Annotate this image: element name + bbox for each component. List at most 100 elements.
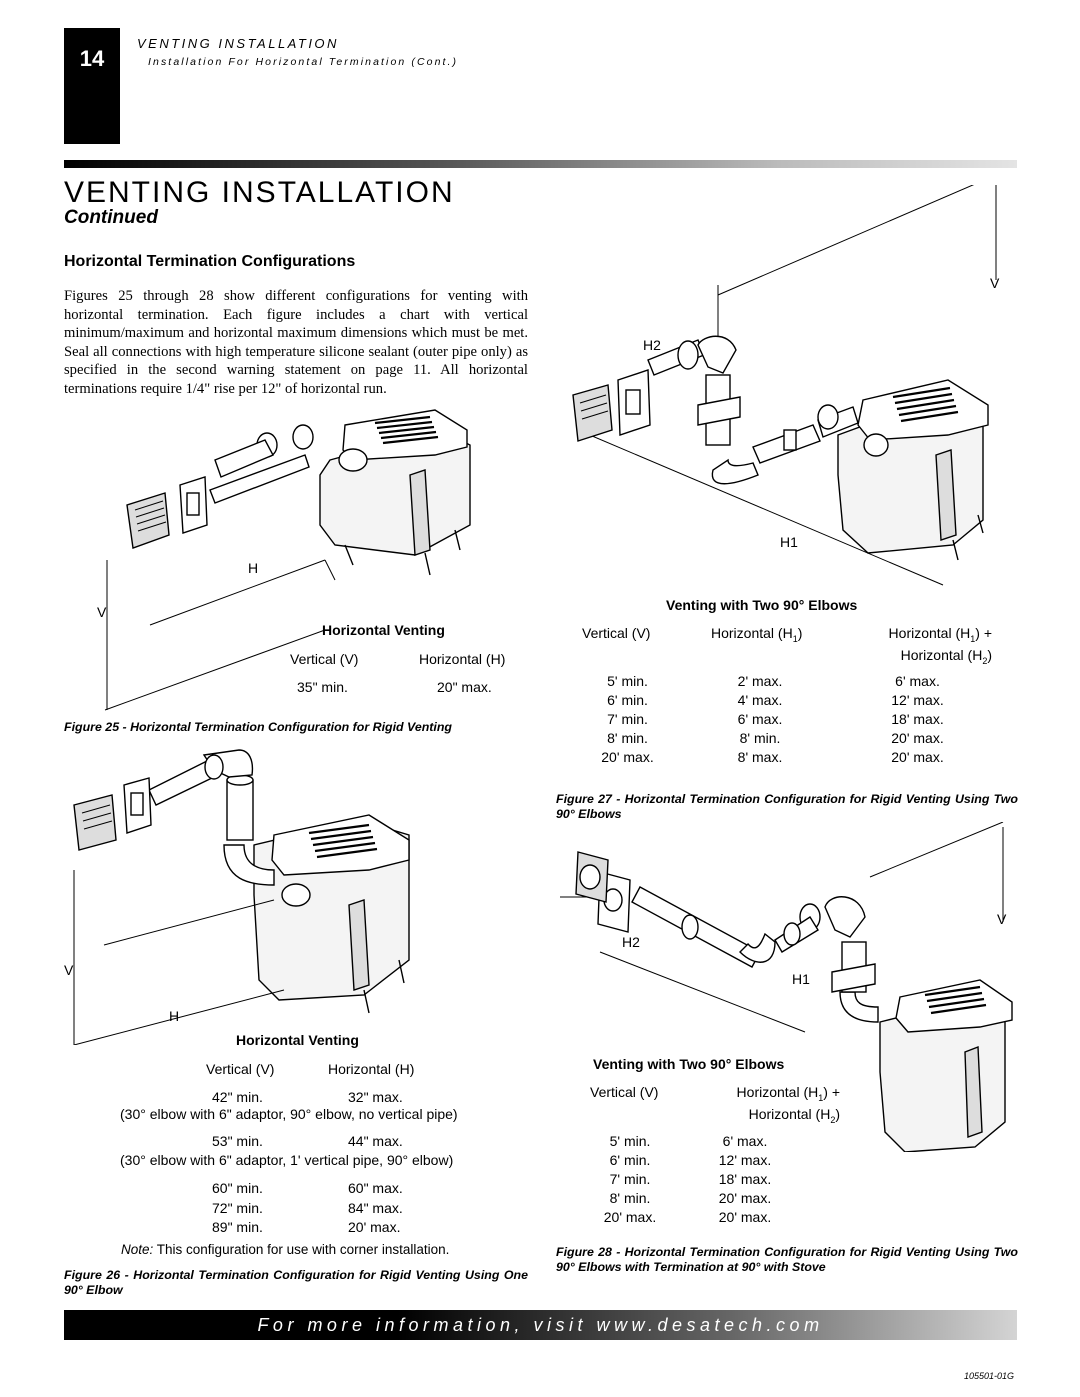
table-row: 20' max. 8' max. 20' max. bbox=[570, 749, 1000, 768]
fig26-dim-v: V bbox=[64, 962, 74, 978]
fig26-caption: Figure 26 - Horizontal Termination Confi… bbox=[64, 1268, 528, 1297]
fig27-r1-v: 5' min. bbox=[607, 673, 648, 689]
fig26-row3-horizontal: 60" max. bbox=[348, 1180, 403, 1196]
table-row: 8' min. 20' max. bbox=[590, 1190, 820, 1209]
page-number: 14 bbox=[79, 46, 105, 71]
fig25-row1-horizontal: 20" max. bbox=[437, 679, 492, 695]
fig26-row4-vertical: 72" min. bbox=[212, 1200, 263, 1216]
page-title: VENTING INSTALLATION bbox=[64, 176, 455, 209]
fig28-col-b: ) + bbox=[823, 1084, 840, 1100]
fig25-col-vertical: Vertical (V) bbox=[290, 651, 359, 667]
fig27-col-h1h2-b: ) + bbox=[975, 625, 992, 641]
fig27-col-h1h2-d: ) bbox=[987, 646, 992, 663]
fig27-r4-h1: 8' min. bbox=[739, 730, 781, 746]
document-code: 105501-01G bbox=[964, 1371, 1015, 1381]
table-row: 5' min. 2' max. 6' max. bbox=[570, 673, 1000, 692]
fig28-r2-v: 6' min. bbox=[609, 1152, 651, 1168]
fig27-r5-h1h2: 20' max. bbox=[891, 749, 944, 765]
running-header-section: VENTING INSTALLATION bbox=[137, 36, 339, 51]
fig28-col-sub: 1 bbox=[818, 1092, 824, 1103]
fig28-table: 5' min. 6' max. 6' min. 12' max. 7' min. 18… bbox=[590, 1133, 820, 1228]
fig26-row5-horizontal: 20' max. bbox=[348, 1219, 401, 1235]
fig26-row2-vertical: 53" min. bbox=[212, 1133, 263, 1149]
fig28-dim-h2: H2 bbox=[622, 934, 640, 950]
fig28-col-c: Horizontal (H bbox=[748, 1105, 831, 1122]
fig27-r3-v: 7' min. bbox=[607, 711, 648, 727]
fig28-r4-h: 20' max. bbox=[718, 1190, 772, 1206]
fig27-col-h1h2-sub: 1 bbox=[970, 633, 976, 644]
fig27-col-h1-text: Horizontal (H bbox=[711, 625, 793, 641]
fig28-dim-v: V bbox=[997, 911, 1007, 927]
fig25-dim-v: V bbox=[97, 604, 107, 620]
fig26-row2-note: (30° elbow with 6" adaptor, 1' vertical … bbox=[120, 1152, 454, 1168]
table-row: 7' min. 18' max. bbox=[590, 1171, 820, 1190]
fig26-dim-h: H bbox=[169, 1008, 179, 1024]
table-row: 20' max.20' max. bbox=[590, 1209, 820, 1228]
page-title-continued: Continued bbox=[64, 207, 158, 228]
fig26-note-text: This configuration for use with corner i… bbox=[153, 1242, 450, 1257]
fig28-r1-h: 6' max. bbox=[722, 1133, 768, 1149]
fig27-col-vertical: Vertical (V) bbox=[582, 625, 651, 641]
fig25-dim-h: H bbox=[248, 560, 258, 576]
fig27-r3-h1: 6' max. bbox=[737, 711, 783, 727]
fig28-col-d: ) bbox=[835, 1105, 840, 1122]
fig27-table-title: Venting with Two 90° Elbows bbox=[666, 597, 858, 613]
fig28-r3-h: 18' max. bbox=[718, 1171, 772, 1187]
fig25-col-horizontal: Horizontal (H) bbox=[419, 651, 506, 667]
fig28-table-title: Venting with Two 90° Elbows bbox=[593, 1056, 785, 1072]
table-row: 6' min. 4' max. 12' max. bbox=[570, 692, 1000, 711]
fig25-table-title: Horizontal Venting bbox=[322, 622, 445, 638]
fig28-r1-v: 5' min. bbox=[609, 1133, 651, 1149]
fig26-row4-horizontal: 84" max. bbox=[348, 1200, 403, 1216]
table-row: 8' min.8' min.20' max. bbox=[570, 730, 1000, 749]
intro-paragraph: Figures 25 through 28 show different con… bbox=[64, 288, 528, 397]
fig28-col-h1h2: Horizontal (H1) + Horizontal (H2) bbox=[700, 1084, 840, 1125]
fig28-dim-h1: H1 bbox=[792, 971, 810, 987]
fig27-col-h1h2: Horizontal (H1) + Horizontal (H2) bbox=[862, 625, 992, 666]
fig28-r4-v: 8' min. bbox=[609, 1190, 651, 1206]
table-row: 6' min. 12' max. bbox=[590, 1152, 820, 1171]
fig26-row3-vertical: 60" min. bbox=[212, 1180, 263, 1196]
section-heading: Horizontal Termination Configurations bbox=[64, 253, 356, 270]
fig28-col-vertical: Vertical (V) bbox=[590, 1084, 659, 1100]
fig28-col-a: Horizontal (H bbox=[736, 1084, 819, 1100]
fig27-r5-v: 20' max. bbox=[601, 749, 654, 765]
fig27-caption: Figure 27 - Horizontal Termination Confi… bbox=[556, 792, 1018, 821]
fig27-r4-v: 8' min. bbox=[607, 730, 648, 746]
fig27-dim-h2: H2 bbox=[643, 337, 661, 353]
figure-26-illustration: V H bbox=[64, 749, 410, 1045]
fig27-col-h1-end: ) bbox=[797, 625, 803, 641]
fig26-row2-horizontal: 44" max. bbox=[348, 1133, 403, 1149]
running-header-subsection: Installation For Horizontal Termination … bbox=[148, 56, 459, 68]
fig27-col-h1h2-c: Horizontal (H bbox=[900, 646, 983, 663]
fig28-r2-h: 12' max. bbox=[718, 1152, 772, 1168]
fig26-row1-horizontal: 32" max. bbox=[348, 1089, 403, 1105]
fig26-row1-vertical: 42" min. bbox=[212, 1089, 263, 1105]
fig28-r3-v: 7' min. bbox=[609, 1171, 651, 1187]
fig27-table: 5' min. 2' max. 6' max. 6' min. 4' max. 12' … bbox=[570, 673, 1000, 768]
fig26-note: Note: This configuration for use with co… bbox=[121, 1242, 449, 1257]
fig27-r1-h1: 2' max. bbox=[737, 673, 783, 689]
fig27-dim-v: V bbox=[990, 275, 1000, 291]
table-row: 5' min. 6' max. bbox=[590, 1133, 820, 1152]
fig27-dim-h1: H1 bbox=[780, 534, 798, 550]
figure-27-illustration: V H2 H1 bbox=[572, 185, 1000, 586]
fig27-col-h1-sub: 1 bbox=[792, 633, 798, 644]
fig28-r5-v: 20' max. bbox=[603, 1209, 657, 1225]
fig27-r3-h1h2: 18' max. bbox=[891, 711, 944, 727]
fig27-r2-h1h2: 12' max. bbox=[891, 692, 944, 708]
fig27-r1-h1h2: 6' max. bbox=[895, 673, 940, 689]
fig26-row1-note: (30° elbow with 6" adaptor, 90° elbow, n… bbox=[120, 1106, 458, 1122]
fig26-note-label: Note: bbox=[121, 1242, 154, 1257]
footer-text: For more information, visit www.desatech… bbox=[257, 1315, 824, 1335]
fig27-col-h1h2-sub2: 2 bbox=[982, 655, 988, 666]
fig28-col-sub2: 2 bbox=[830, 1114, 836, 1125]
fig25-caption: Figure 25 - Horizontal Termination Confi… bbox=[64, 720, 452, 734]
fig28-caption: Figure 28 - Horizontal Termination Confi… bbox=[556, 1245, 1018, 1274]
fig27-r5-h1: 8' max. bbox=[737, 749, 783, 765]
fig26-col-horizontal: Horizontal (H) bbox=[328, 1061, 415, 1077]
page-number-box: 14 bbox=[64, 28, 120, 144]
fig27-r2-v: 6' min. bbox=[607, 692, 648, 708]
footer-banner: For more information, visit www.desatech… bbox=[64, 1310, 1017, 1340]
fig27-r2-h1: 4' max. bbox=[737, 692, 783, 708]
